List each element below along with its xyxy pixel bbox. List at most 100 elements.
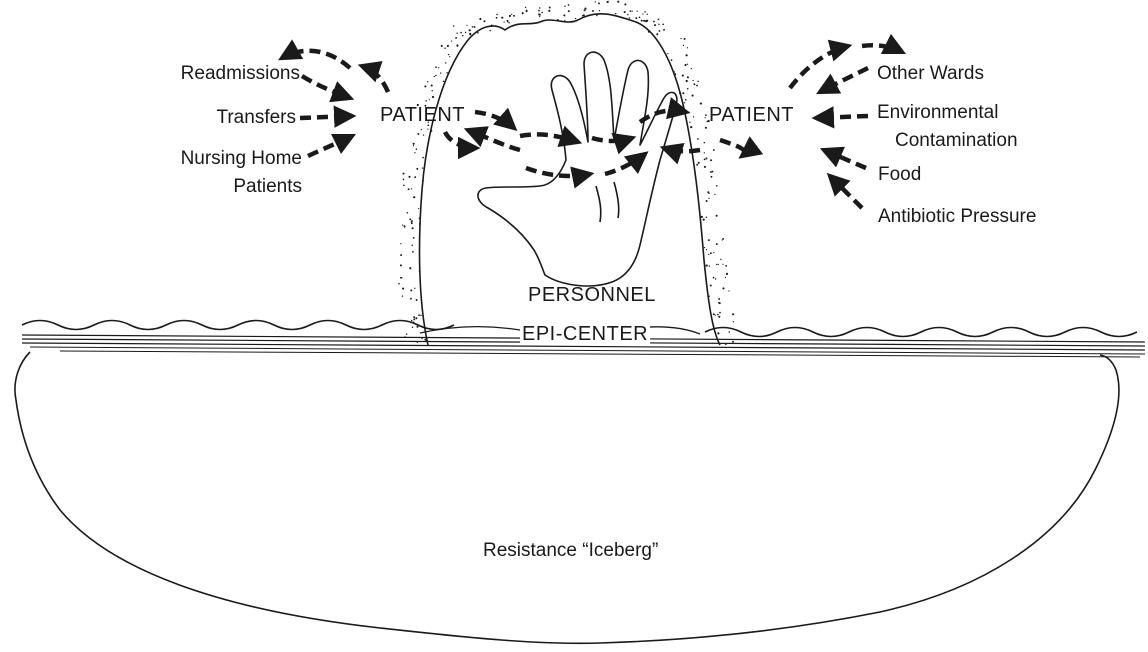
stipple-dot	[460, 32, 462, 34]
stipple-dot	[683, 45, 684, 46]
stipple-dot	[716, 264, 717, 265]
stipple-dot	[682, 75, 684, 77]
stipple-dot	[400, 277, 402, 279]
stipple-dot	[708, 198, 709, 199]
stipple-dot	[713, 252, 714, 253]
stipple-dot	[709, 265, 710, 266]
arrow-icon	[664, 148, 700, 151]
stipple-dot	[489, 30, 490, 31]
stipple-dot	[656, 33, 658, 35]
stipple-dot	[624, 11, 626, 13]
stipple-dot	[501, 17, 503, 19]
stipple-dot	[411, 220, 413, 222]
stipple-dot	[647, 14, 648, 15]
stipple-dot	[400, 243, 401, 244]
stipple-dot	[706, 200, 708, 202]
stipple-dot	[705, 117, 706, 118]
stipple-dot	[715, 278, 716, 279]
stipple-dot	[440, 72, 441, 73]
stipple-dot	[568, 4, 570, 6]
stipple-dot	[584, 9, 586, 11]
stipple-dot	[469, 29, 471, 31]
stipple-dot	[402, 225, 403, 226]
arrow-icon	[302, 76, 350, 98]
stipple-dot	[414, 152, 415, 153]
stipple-dot	[526, 10, 528, 12]
stipple-dot	[658, 24, 659, 25]
stipple-dot	[644, 11, 646, 13]
stipple-dot	[667, 53, 668, 54]
stipple-dot	[607, 1, 609, 3]
stipple-dot	[733, 321, 734, 322]
stipple-dot	[595, 1, 596, 2]
stipple-dot	[693, 83, 695, 85]
stipple-dot	[710, 171, 712, 173]
stipple-dot	[642, 13, 643, 14]
stipple-dot	[598, 2, 600, 4]
stipple-dot	[717, 314, 719, 316]
stipple-dot	[728, 290, 729, 291]
stipple-dot	[412, 251, 414, 253]
stipple-dot	[441, 45, 443, 47]
stipple-dot	[662, 23, 664, 25]
stipple-dot	[722, 239, 723, 240]
stipple-dot	[658, 18, 660, 20]
stipple-dot	[653, 21, 655, 23]
stipple-dot	[421, 129, 422, 130]
stipple-dot	[575, 18, 576, 19]
stipple-dot	[411, 188, 412, 189]
stipple-dot	[427, 81, 428, 82]
stipple-dot	[705, 158, 707, 160]
stipple-dot	[404, 225, 406, 227]
source-readmissions: Readmissions	[150, 63, 300, 85]
stipple-dot	[713, 313, 715, 315]
stipple-dot	[418, 208, 419, 209]
stipple-dot	[725, 265, 727, 267]
stipple-dot	[627, 14, 628, 15]
stipple-dot	[629, 17, 630, 18]
stipple-dot	[446, 72, 448, 74]
stipple-dot	[704, 159, 706, 161]
stipple-dot	[716, 243, 718, 245]
arrow-icon	[308, 136, 352, 156]
source-other-wards: Other Wards	[877, 63, 984, 85]
stipple-dot	[403, 185, 405, 187]
stipple-dot	[684, 102, 685, 103]
stipple-dot	[508, 22, 510, 24]
stipple-dot	[713, 277, 715, 279]
stipple-dot	[708, 239, 710, 241]
stipple-dot	[539, 14, 541, 16]
stipple-dot	[413, 237, 415, 239]
stipple-dot	[691, 68, 692, 69]
stipple-dot	[539, 16, 540, 17]
stipple-dot	[425, 100, 427, 102]
iceberg-body	[15, 352, 1119, 643]
stipple-dot	[412, 244, 414, 246]
stipple-dot	[541, 12, 543, 14]
stipple-dot	[563, 14, 565, 16]
stipple-dot	[659, 30, 661, 32]
stipple-dot	[696, 85, 698, 87]
stipple-dot	[718, 264, 719, 265]
stipple-dot	[624, 3, 626, 5]
stipple-dot	[698, 162, 700, 164]
stipple-dot	[654, 24, 656, 26]
stipple-dot	[704, 142, 705, 143]
arrow-icon	[820, 68, 868, 92]
source-environmental-line2: Contamination	[895, 130, 1018, 152]
stipple-dot	[596, 15, 598, 17]
stipple-dot	[416, 299, 418, 301]
stipple-dot	[413, 196, 415, 198]
stipple-dot	[466, 25, 467, 26]
arrow-icon	[362, 66, 388, 92]
stipple-dot	[617, 1, 619, 3]
stipple-dot	[444, 48, 445, 49]
source-food: Food	[878, 164, 921, 186]
stipple-dot	[568, 10, 570, 12]
stipple-dot	[418, 314, 420, 316]
stipple-dot	[564, 6, 565, 7]
stipple-dot	[599, 10, 600, 11]
stipple-dot	[447, 45, 449, 47]
stipple-dot	[403, 179, 405, 181]
stipple-dot	[615, 13, 617, 15]
